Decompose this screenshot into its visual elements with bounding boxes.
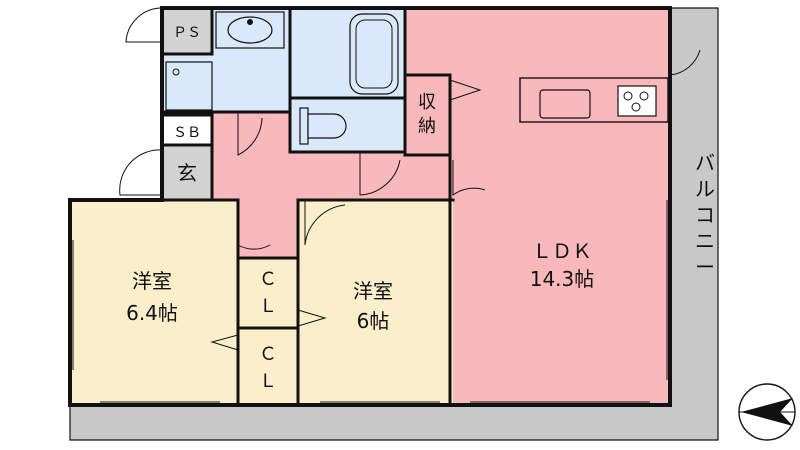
closet-top — [238, 258, 298, 328]
toilet-icon — [299, 107, 347, 145]
closet-top-label-c: Ｃ — [259, 269, 277, 290]
sb-label: ＳＢ — [173, 125, 201, 141]
middle-bedroom — [298, 200, 453, 405]
svg-text:ニ: ニ — [695, 229, 715, 253]
bathtub-icon — [349, 13, 399, 95]
hallway — [212, 112, 450, 258]
storage-room — [405, 75, 450, 155]
svg-text:ー: ー — [695, 255, 715, 279]
genkan-label: 玄 — [177, 161, 197, 185]
ldk-name-label: ＬＤＫ — [532, 239, 592, 263]
closet-bottom-label-l: Ｌ — [259, 371, 277, 392]
balcony-label: バ ル コ ニ ー — [695, 151, 715, 279]
storage-label-2: 納 — [418, 116, 436, 137]
kitchen-counter — [519, 77, 669, 123]
svg-text:ル: ル — [695, 177, 715, 201]
sb-space — [162, 115, 212, 145]
ps-space — [162, 8, 212, 54]
stove-icon — [617, 85, 657, 117]
closet-bottom — [238, 328, 298, 405]
svg-text:バ: バ — [695, 151, 715, 175]
storage-label-1: 収 — [418, 92, 436, 113]
closet-top-label-l: Ｌ — [259, 296, 277, 317]
ldk-size-label: 14.3帖 — [530, 267, 595, 291]
west-bedroom-name: 洋室 — [132, 269, 172, 293]
windows — [69, 200, 668, 403]
doors — [119, 7, 701, 351]
sink-icon — [215, 11, 285, 49]
closet-bottom-label-c: Ｃ — [259, 344, 277, 365]
genkan-area — [162, 145, 212, 200]
west-bedroom-size: 6.4帖 — [126, 301, 178, 325]
north-arrow-icon — [738, 383, 796, 441]
washer-pan-icon — [165, 61, 213, 111]
middle-bedroom-size: 6帖 — [357, 309, 390, 333]
svg-text:コ: コ — [695, 203, 715, 227]
middle-bedroom-name: 洋室 — [353, 279, 393, 303]
ps-label: ＰＳ — [173, 25, 201, 41]
walls — [68, 6, 672, 407]
west-bedroom — [70, 200, 238, 405]
